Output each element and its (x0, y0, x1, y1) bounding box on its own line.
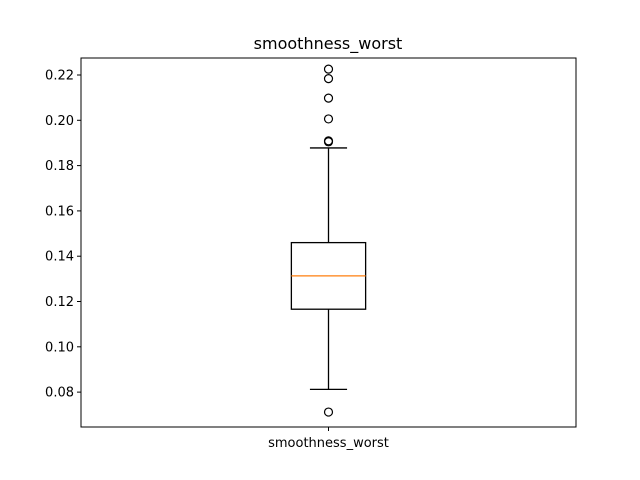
y-tick-label: 0.22 (45, 68, 74, 83)
outlier-point (323, 74, 334, 84)
y-tick-label: 0.12 (45, 295, 74, 310)
y-tick-label: 0.14 (45, 250, 74, 265)
boxes-layer (290, 64, 367, 417)
chart-title: smoothness_worst (254, 34, 403, 54)
y-tick-label: 0.10 (45, 340, 74, 355)
outlier-point (323, 136, 334, 146)
y-axis: 0.08 0.10 0.12 0.14 0.16 0.18 0.20 0.22 (45, 68, 81, 401)
outlier-point (323, 93, 334, 103)
outlier-point (323, 114, 334, 124)
y-tick-label: 0.18 (45, 159, 74, 174)
y-tick-label: 0.08 (45, 386, 74, 401)
y-tick-label: 0.16 (45, 204, 74, 219)
outlier-point (323, 407, 334, 417)
x-axis: smoothness_worst (268, 427, 389, 451)
y-tick-label: 0.20 (45, 114, 74, 129)
x-tick-label: smoothness_worst (268, 436, 389, 451)
box-group (290, 64, 367, 417)
outlier-point (323, 64, 334, 74)
